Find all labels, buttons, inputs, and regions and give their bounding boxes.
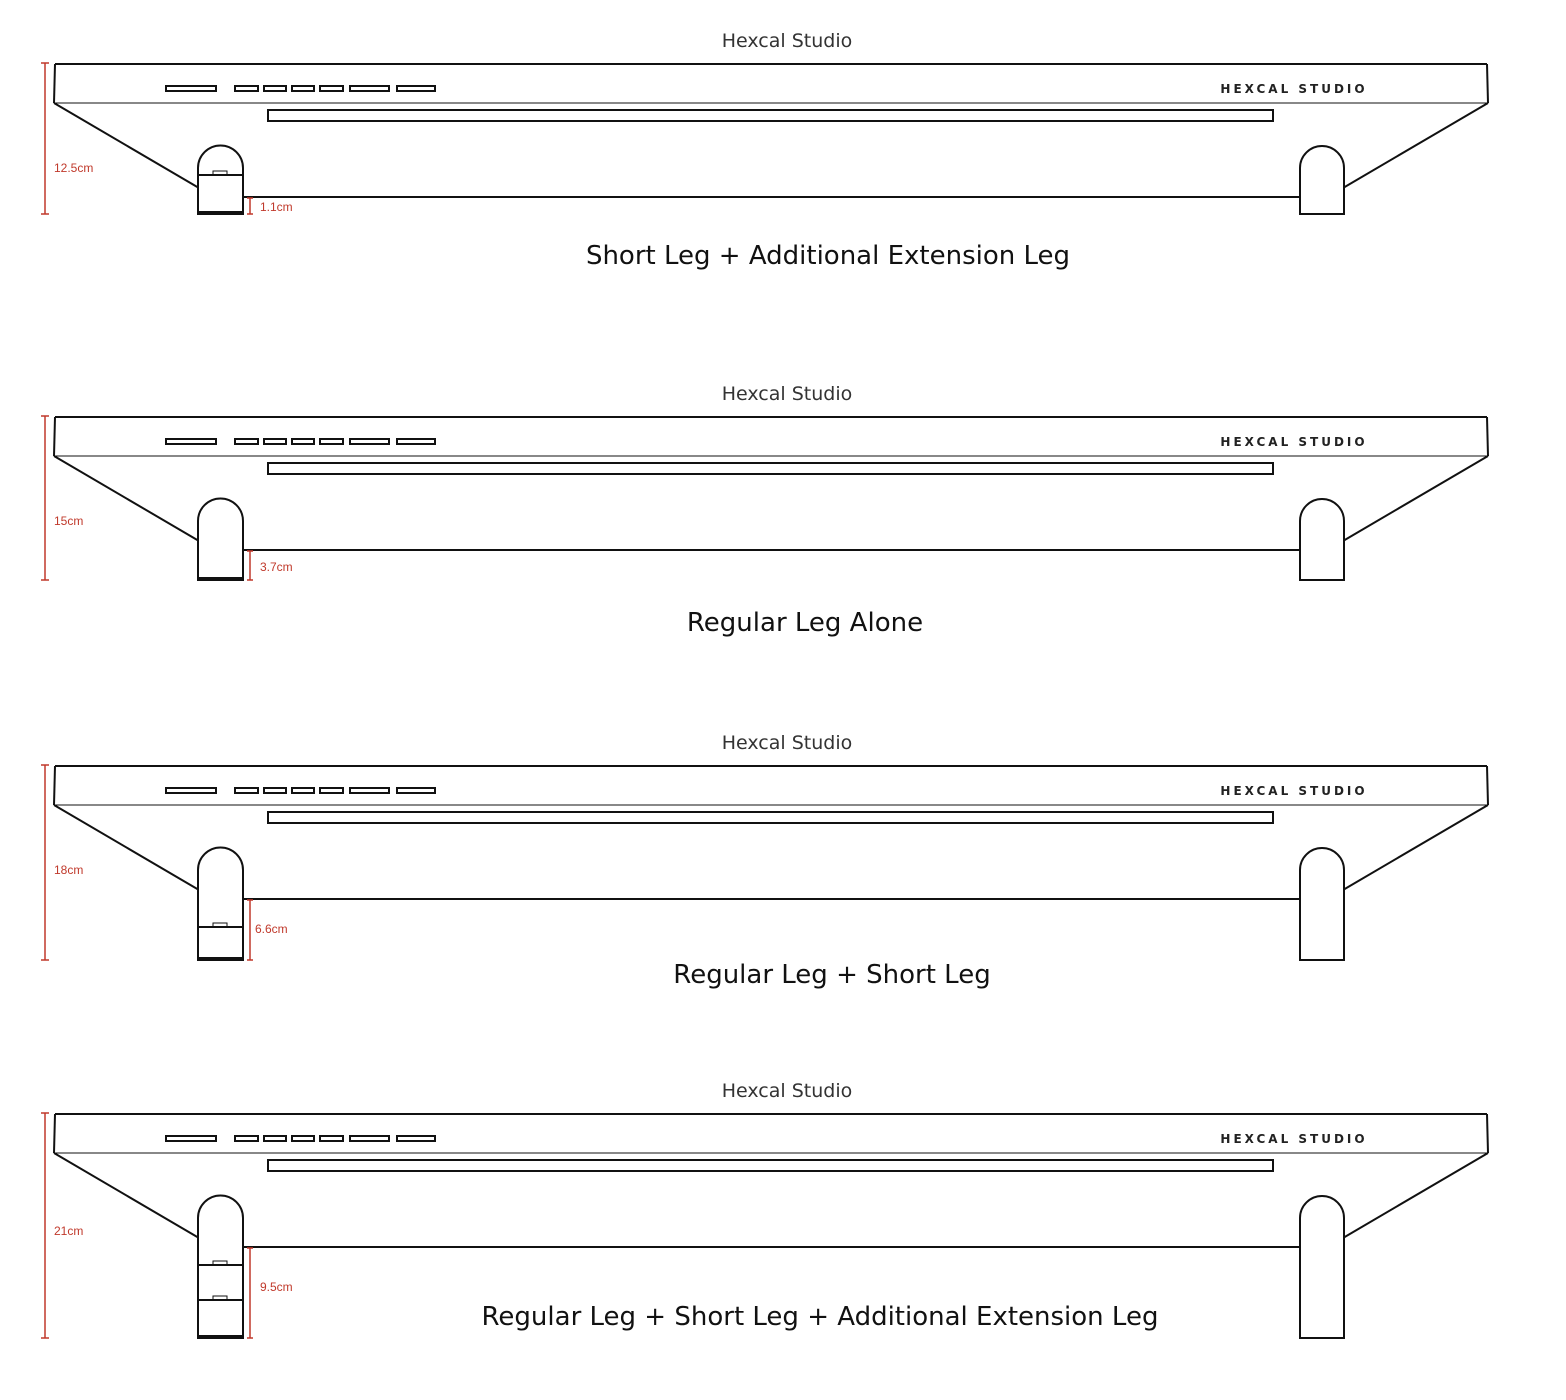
front-slot	[267, 1159, 1274, 1172]
vent-slot	[291, 787, 315, 794]
left-leg	[197, 846, 244, 961]
clearance-label: 1.1cm	[260, 200, 293, 214]
diagram-title: Hexcal Studio	[722, 30, 852, 52]
right-leg	[1299, 1195, 1345, 1339]
vent-slot	[291, 85, 315, 92]
diagram-title: Hexcal Studio	[722, 383, 852, 405]
vent-slot	[165, 438, 217, 445]
diagram-title: Hexcal Studio	[722, 732, 852, 754]
vent-slot	[396, 1135, 436, 1142]
right-support-arm	[1342, 1152, 1489, 1239]
total-height-label: 21cm	[54, 1224, 83, 1238]
vent-slot	[319, 1135, 344, 1142]
right-leg	[1299, 145, 1345, 215]
shelf-right-edge	[1486, 63, 1489, 104]
vent-slot	[349, 787, 390, 794]
configuration-caption: Regular Leg + Short Leg + Additional Ext…	[482, 1302, 1159, 1332]
vent-slot	[263, 85, 287, 92]
clearance-label: 3.7cm	[260, 560, 293, 574]
brand-logo: HEXCAL STUDIO	[1220, 435, 1367, 449]
vent-slot	[319, 438, 344, 445]
shelf-right-edge	[1486, 1113, 1489, 1154]
vent-slot	[319, 787, 344, 794]
clearance-label: 9.5cm	[260, 1280, 293, 1294]
right-support-arm	[1342, 102, 1489, 189]
front-slot	[267, 462, 1274, 475]
left-support-arm	[53, 102, 200, 189]
configuration-caption: Regular Leg + Short Leg	[673, 960, 990, 990]
vent-slot	[165, 85, 217, 92]
total-height-label: 18cm	[54, 863, 83, 877]
front-slot	[267, 109, 1274, 122]
shelf-left-edge	[53, 416, 56, 457]
left-support-arm	[53, 1152, 200, 1239]
left-leg	[197, 144, 244, 215]
shelf-left-edge	[53, 1113, 56, 1154]
vent-slot	[291, 438, 315, 445]
total-height-label: 12.5cm	[54, 161, 93, 175]
vent-slot	[291, 1135, 315, 1142]
vent-slot	[349, 1135, 390, 1142]
right-leg	[1299, 498, 1345, 581]
vent-slot	[263, 438, 287, 445]
leg-segment-tab	[212, 922, 228, 928]
vent-slot	[165, 787, 217, 794]
brand-logo: HEXCAL STUDIO	[1220, 1132, 1367, 1146]
configuration-caption: Regular Leg Alone	[687, 608, 923, 638]
diagram-title: Hexcal Studio	[722, 1080, 852, 1102]
vent-slot	[234, 438, 259, 445]
vent-slot	[349, 85, 390, 92]
brand-logo: HEXCAL STUDIO	[1220, 784, 1367, 798]
shelf-left-edge	[53, 63, 56, 104]
total-height-label: 15cm	[54, 514, 83, 528]
leg-segment-tab	[212, 170, 228, 176]
vent-slot	[263, 1135, 287, 1142]
left-leg	[197, 497, 244, 581]
vent-slot	[319, 85, 344, 92]
shelf-left-edge	[53, 765, 56, 806]
leg-segment-tab	[212, 1295, 228, 1301]
front-slot	[267, 811, 1274, 824]
right-leg	[1299, 847, 1345, 961]
vent-slot	[396, 438, 436, 445]
vent-slot	[349, 438, 390, 445]
vent-slot	[165, 1135, 217, 1142]
left-leg	[197, 1194, 244, 1339]
vent-slot	[263, 787, 287, 794]
shelf-right-edge	[1486, 765, 1489, 806]
left-support-arm	[53, 455, 200, 542]
shelf-right-edge	[1486, 416, 1489, 457]
vent-slot	[234, 1135, 259, 1142]
left-support-arm	[53, 804, 200, 891]
clearance-label: 6.6cm	[255, 922, 288, 936]
leg-segment-tab	[212, 1260, 228, 1266]
brand-logo: HEXCAL STUDIO	[1220, 82, 1367, 96]
configuration-caption: Short Leg + Additional Extension Leg	[586, 241, 1070, 271]
vent-slot	[234, 85, 259, 92]
right-support-arm	[1342, 455, 1489, 542]
vent-slot	[234, 787, 259, 794]
right-support-arm	[1342, 804, 1489, 891]
vent-slot	[396, 85, 436, 92]
vent-slot	[396, 787, 436, 794]
